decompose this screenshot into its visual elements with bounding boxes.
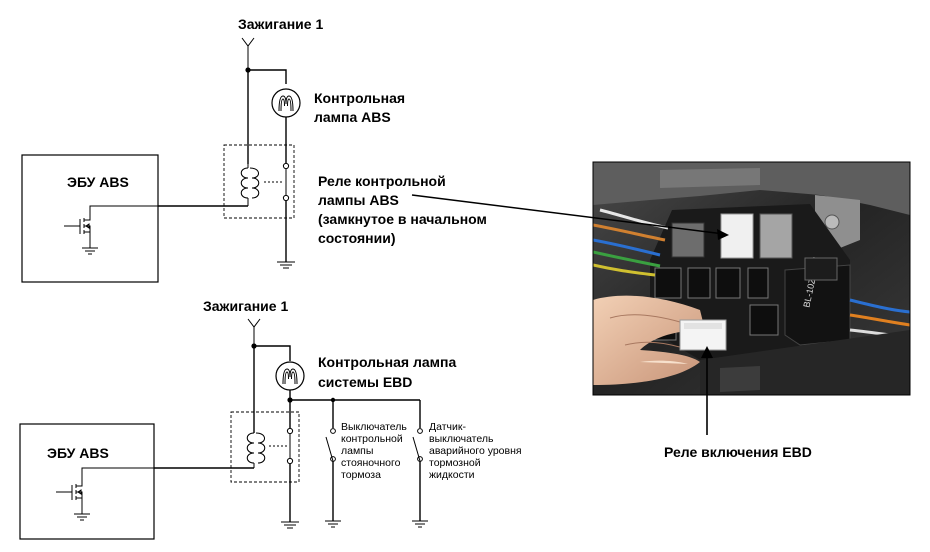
bottom-ignition-terminal-icon [247, 318, 261, 346]
fluid-sensor-label-line4: тормозной [429, 457, 481, 469]
fluid-sensor-label-line2: выключатель [429, 433, 494, 445]
top-ignition-terminal-icon [241, 37, 255, 70]
fluid-sensor-label-line3: аварийного уровня [429, 445, 522, 457]
ebd-relay-pointer-arrow [701, 346, 713, 435]
top-relay-label-line2: лампы ABS [318, 192, 399, 208]
bottom-relay-contact-icon [269, 427, 294, 465]
relay-pointer-arrow [411, 194, 729, 240]
top-relay-label-line3: (замкнутое в начальном [318, 211, 487, 227]
bottom-relay-enclosure [230, 411, 300, 483]
bottom-ecu-label: ЭБУ ABS [47, 445, 109, 461]
relay-block-photo: BL-10Z DOT [592, 161, 911, 396]
top-relay-ground-icon [277, 261, 295, 269]
bottom-ecu-box [19, 423, 155, 540]
top-relay-contact-icon [264, 162, 290, 202]
parking-switch-label-line4: стояночного [341, 457, 401, 469]
top-ignition-label: Зажигание 1 [238, 16, 323, 32]
bottom-lamp-label-line2: системы EBD [318, 374, 412, 390]
ebd-relay-label: Реле включения EBD [664, 444, 812, 460]
brake-fluid-level-switch-icon [412, 400, 428, 528]
parking-switch-label-line5: тормоза [341, 469, 381, 481]
top-circuit: Зажигание 1 Контрольная лампа ABS [21, 16, 487, 283]
parking-switch-label-line1: Выключатель [341, 421, 407, 433]
top-lamp-label-line2: лампа ABS [314, 109, 391, 125]
bottom-relay-coil-icon [246, 432, 266, 468]
bottom-lamp-label-line1: Контрольная лампа [318, 354, 456, 370]
bottom-circuit: Зажигание 1 Контрольная лампа системы EB… [19, 298, 522, 540]
top-ecu-label: ЭБУ ABS [67, 174, 129, 190]
top-abs-warning-lamp-icon [271, 88, 301, 118]
parking-switch-label-line2: контрольной [341, 433, 403, 445]
bottom-ignition-label: Зажигание 1 [203, 298, 288, 314]
top-ecu-transistor-icon [64, 205, 160, 255]
fluid-sensor-label-line1: Датчик- [429, 421, 466, 433]
top-ecu-box [21, 154, 159, 283]
top-lamp-label-line1: Контрольная [314, 90, 405, 106]
fluid-sensor-label-line5: жидкости [429, 469, 475, 481]
bottom-relay-ground-icon [281, 521, 299, 529]
parking-switch-label-line3: лампы [341, 445, 373, 457]
bottom-ebd-warning-lamp-icon [275, 361, 305, 391]
top-relay-enclosure [223, 144, 295, 219]
photo-frame [592, 161, 911, 396]
bottom-ecu-transistor-icon [56, 467, 156, 521]
parking-brake-switch-icon [325, 400, 341, 528]
top-relay-label-line1: Реле контрольной [318, 173, 446, 189]
top-relay-label-line4: состоянии) [318, 230, 395, 246]
top-relay-coil-icon [240, 164, 260, 206]
